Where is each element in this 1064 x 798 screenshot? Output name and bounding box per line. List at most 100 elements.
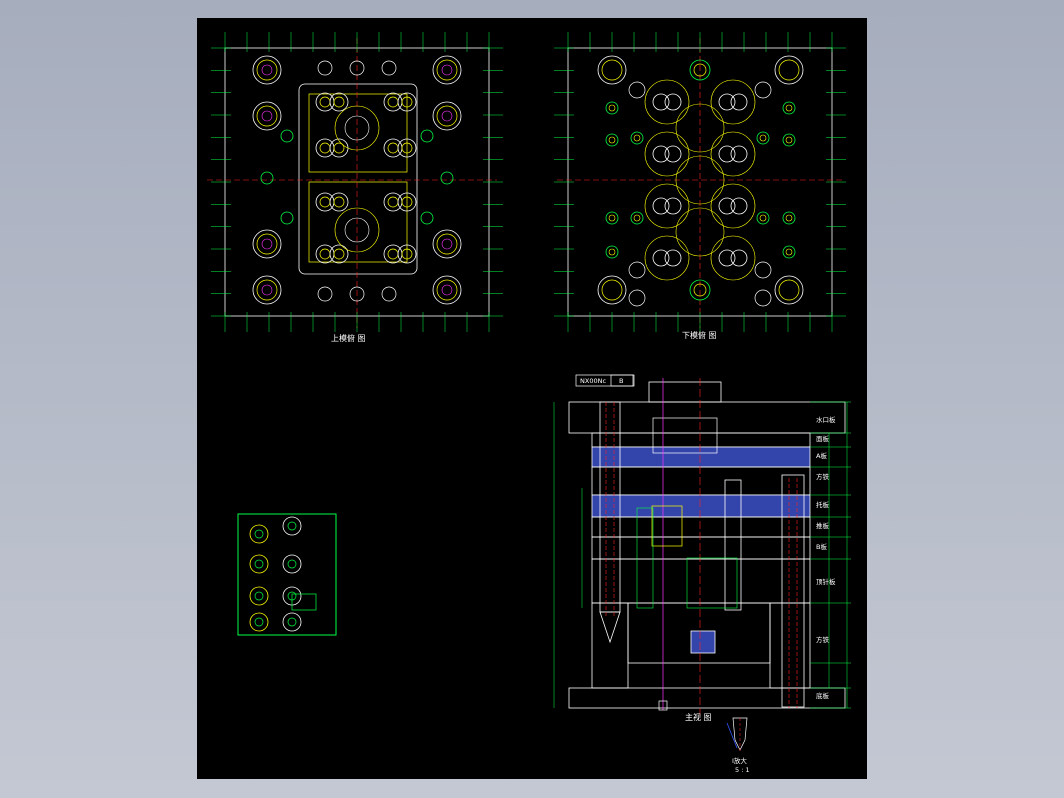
hole-circle — [689, 59, 711, 81]
hole-circle — [315, 92, 335, 112]
hole-circle — [664, 145, 682, 163]
hole-circle — [397, 192, 417, 212]
hole-circle — [730, 197, 748, 215]
hole-circle — [608, 248, 616, 256]
hole-circle — [420, 129, 434, 143]
hole-circle — [315, 244, 335, 264]
hole-circle — [252, 275, 282, 305]
hole-circle — [397, 244, 417, 264]
hole-circle — [349, 60, 365, 76]
hole-circle — [608, 136, 616, 144]
hole-circle — [319, 248, 331, 260]
hole-circle — [261, 110, 273, 122]
hole-circle — [730, 145, 748, 163]
hole-circle — [401, 196, 413, 208]
hole-circle — [718, 197, 736, 215]
hole-circle — [644, 131, 690, 177]
hole-circle — [387, 248, 399, 260]
hole-circle — [664, 93, 682, 111]
hole-circle — [693, 63, 707, 77]
hole-circle — [693, 283, 707, 297]
hole-circle — [287, 559, 297, 569]
hole-circle — [785, 248, 793, 256]
hole-circle — [628, 81, 646, 99]
hole-circle — [282, 612, 302, 632]
hole-circle — [782, 101, 796, 115]
hole-circle — [754, 81, 772, 99]
hole-circle — [252, 229, 282, 259]
detail-scale: 5 : 1 — [735, 766, 750, 774]
hole-circle — [432, 275, 462, 305]
plate-label: B板 — [816, 542, 827, 551]
title-field-2: B — [619, 377, 623, 385]
hole-circle — [401, 142, 413, 154]
hole-circle — [605, 133, 619, 147]
cad-drawing-sheet: 上模俯 图 下模俯 图 NX00Nc B — [197, 18, 867, 779]
hole-circle — [254, 617, 264, 627]
hole-circle — [249, 612, 269, 632]
hole-circle — [436, 59, 458, 81]
hole-circle — [261, 284, 273, 296]
hole-circle — [605, 211, 619, 225]
hole-circle — [652, 249, 670, 267]
lower-mold-plan-view: 下模俯 图 — [554, 32, 846, 340]
hole-circle — [630, 131, 644, 145]
hole-circle — [344, 217, 370, 243]
hole-circle — [249, 586, 269, 606]
hole-circle — [334, 207, 380, 253]
hole-circle — [315, 192, 335, 212]
hole-circle — [774, 275, 804, 305]
hole-circle — [344, 115, 370, 141]
hole-circle — [401, 248, 413, 260]
hole-circle — [317, 60, 333, 76]
hole-circle — [254, 529, 264, 539]
preview-part — [291, 593, 317, 611]
hole-circle — [249, 524, 269, 544]
hole-circle — [252, 55, 282, 85]
hole-circle — [630, 211, 644, 225]
hole-circle — [256, 233, 278, 255]
hole-circle — [261, 238, 273, 250]
hole-circle — [644, 235, 690, 281]
hole-circle — [633, 214, 641, 222]
hole-circle — [249, 554, 269, 574]
hole-circle — [333, 196, 345, 208]
hole-circle — [329, 138, 349, 158]
hole-circle — [718, 249, 736, 267]
hole-circle — [397, 92, 417, 112]
plate-label: 顶针板 — [816, 577, 836, 586]
hole-circle — [785, 104, 793, 112]
hole-circle — [436, 279, 458, 301]
hole-circle — [432, 101, 462, 131]
hole-circle — [383, 244, 403, 264]
hole-circle — [652, 197, 670, 215]
hole-circle — [387, 96, 399, 108]
hole-circle — [778, 279, 800, 301]
hole-circle — [597, 55, 627, 85]
hole-circle — [387, 196, 399, 208]
plate-label: 方铁 — [816, 472, 830, 481]
hole-circle — [254, 591, 264, 601]
hole-circle — [664, 197, 682, 215]
hole-circle — [256, 279, 278, 301]
hole-circle — [608, 214, 616, 222]
hole-circle — [287, 521, 297, 531]
hole-circle — [441, 110, 453, 122]
plate-label: 底板 — [816, 691, 830, 700]
hole-circle — [317, 286, 333, 302]
hole-circle — [260, 171, 274, 185]
hole-circle — [689, 279, 711, 301]
hole-circle — [287, 617, 297, 627]
hole-circle — [282, 516, 302, 536]
hole-circle — [710, 131, 756, 177]
hole-circle — [644, 79, 690, 125]
hole-circle — [432, 229, 462, 259]
hole-circle — [254, 559, 264, 569]
part-preview-panel — [237, 513, 337, 636]
hole-circle — [664, 249, 682, 267]
hole-circle — [675, 207, 725, 257]
plate-label: 托板 — [816, 500, 830, 509]
hole-circle — [383, 92, 403, 112]
hole-circle — [608, 104, 616, 112]
title-field-1: NX00Nc — [580, 377, 606, 385]
